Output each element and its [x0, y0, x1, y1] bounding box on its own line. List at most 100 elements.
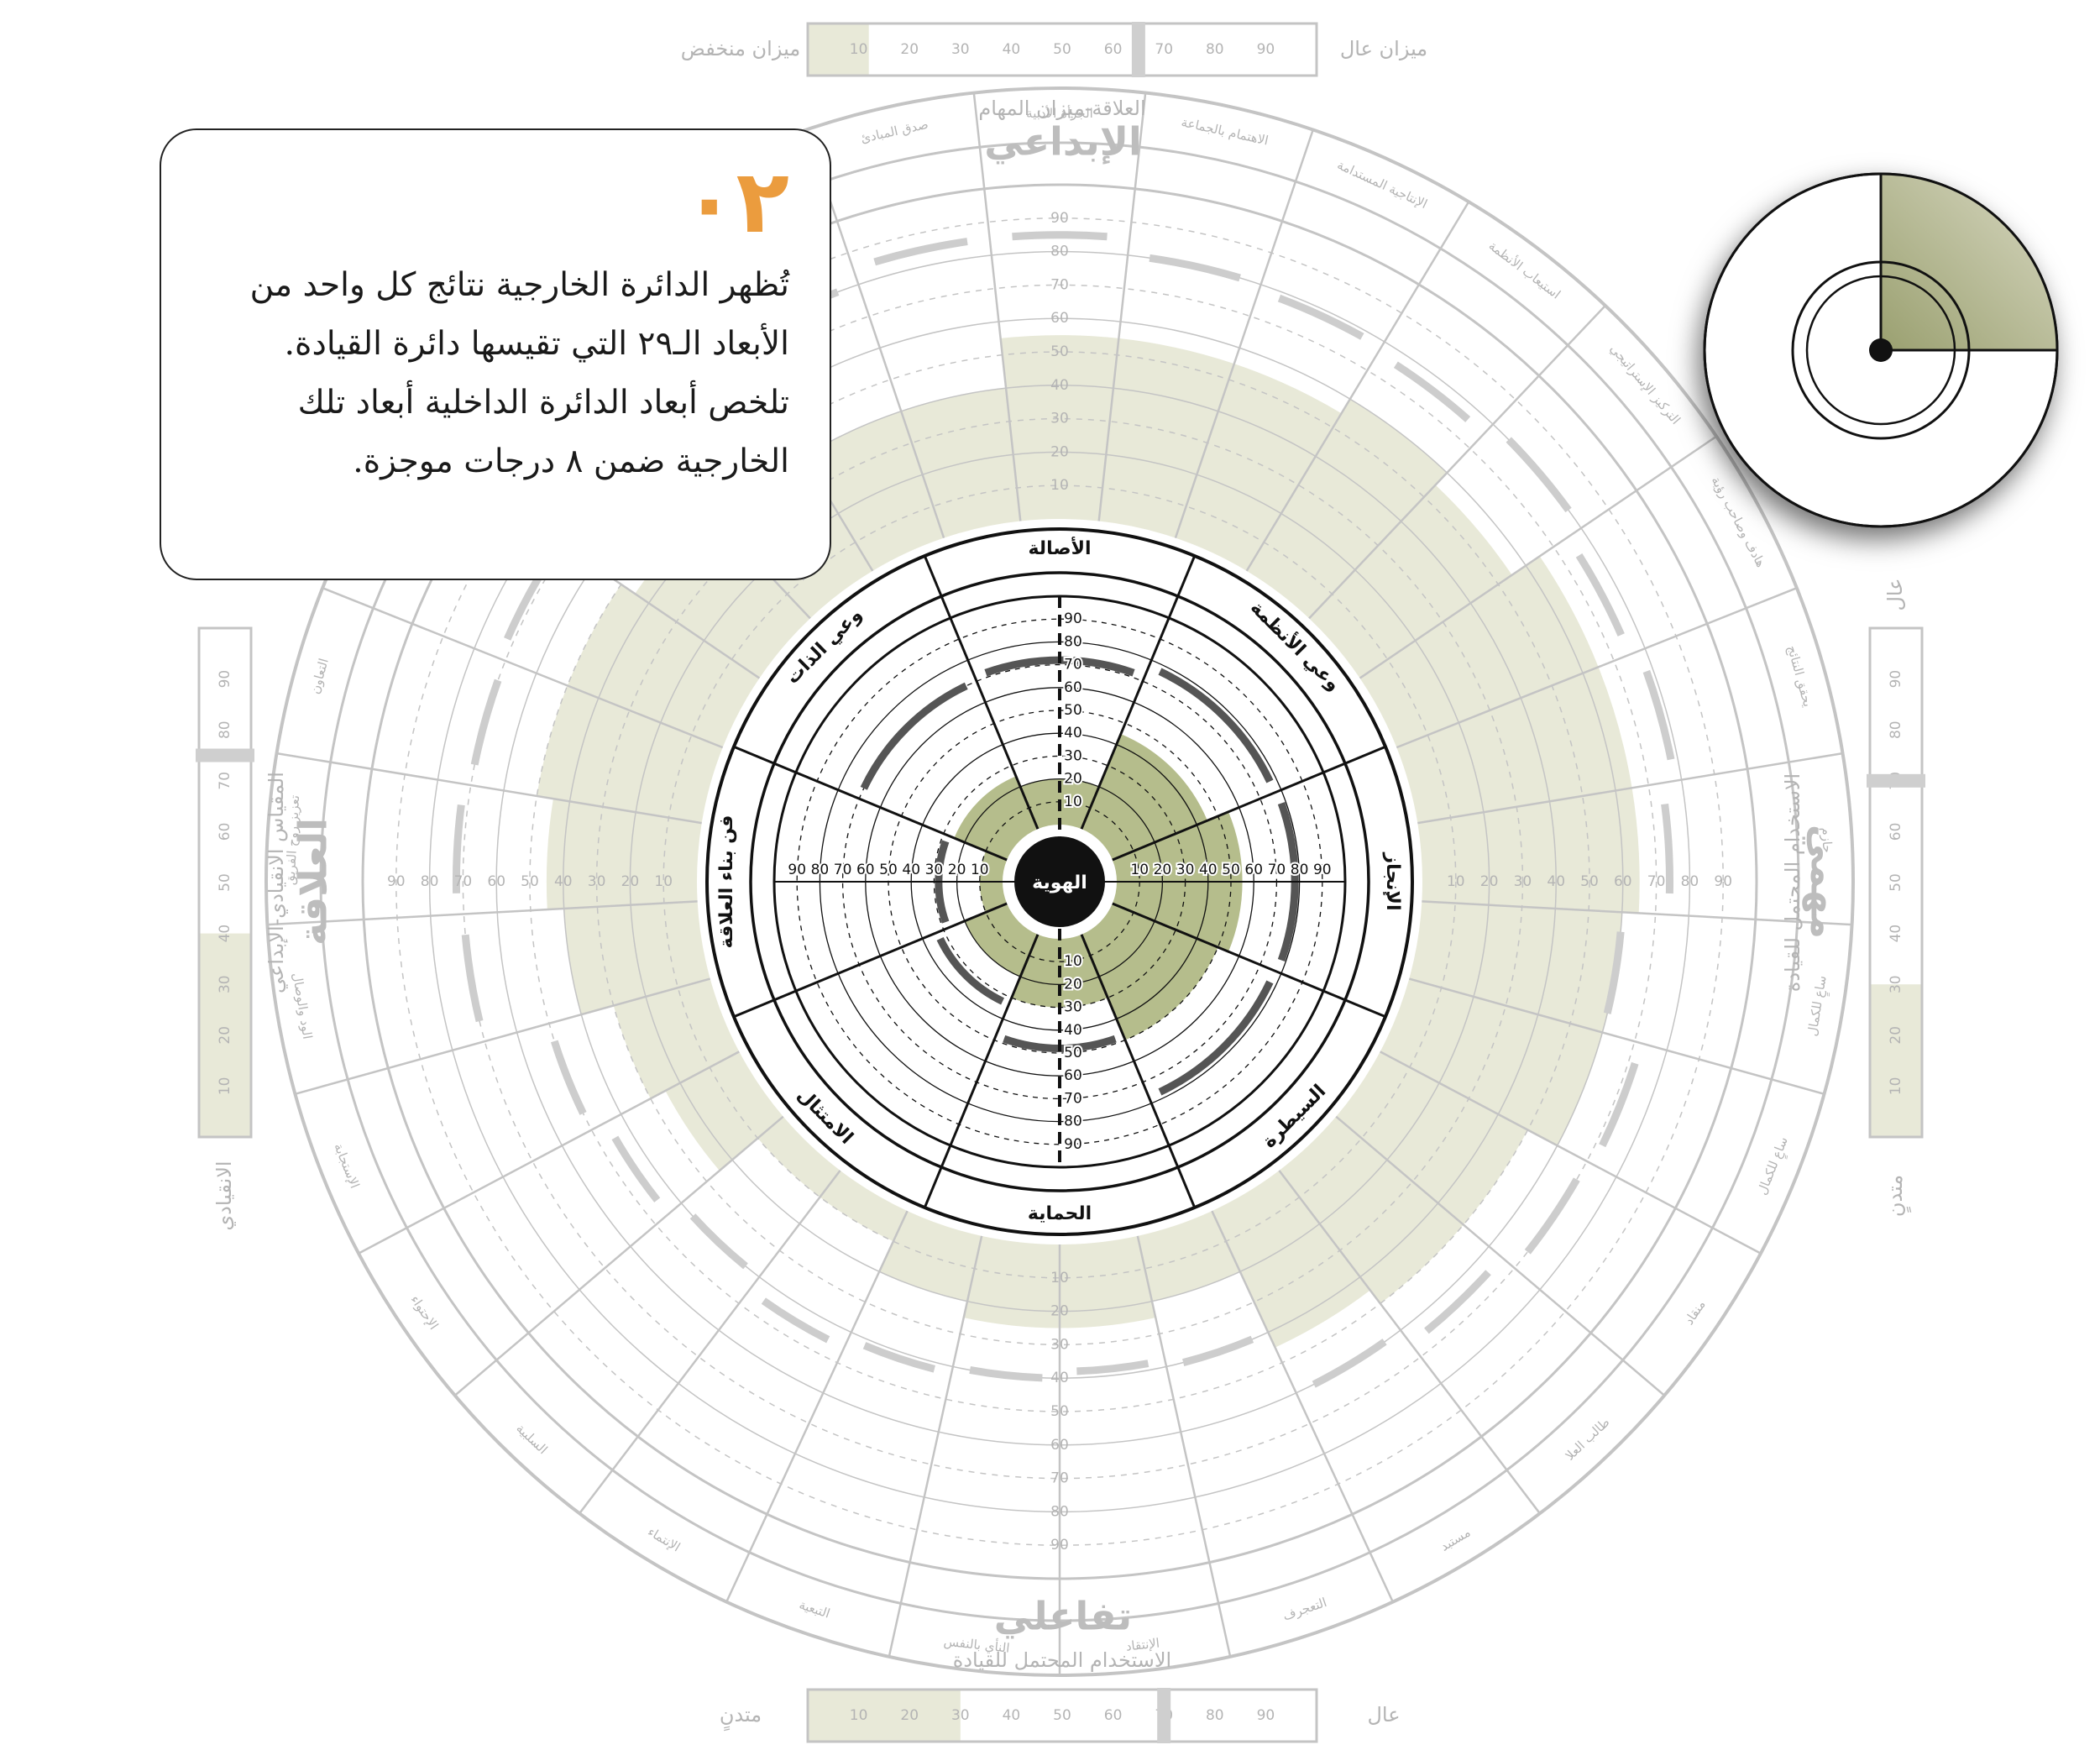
outer-tick-label: 80 — [421, 873, 439, 890]
inner-sector-band — [860, 682, 968, 790]
callout-box: ٠٢ تُظهر الدائرة الخارجية نتائج كل واحد … — [160, 128, 831, 580]
bottom-scale-frame — [806, 1688, 1318, 1743]
inner-sector-band — [1158, 668, 1274, 783]
outer-sector-fill — [613, 978, 740, 1099]
inner-tick-label: 40 — [1064, 725, 1082, 741]
outer-sector-band — [761, 1297, 830, 1344]
inner-tick-label: 40 — [1199, 862, 1218, 878]
outer-sector-divider — [1308, 305, 1606, 620]
outer-grid-ring — [395, 217, 1724, 1546]
outer-sector-fill — [567, 584, 760, 748]
right-scale-tick: 20 — [1888, 1026, 1904, 1045]
outer-sector-label: الجرأة الأدبية — [1026, 105, 1093, 121]
inner-tick-label: 50 — [879, 862, 898, 878]
bottom-scale-fill — [808, 1690, 961, 1742]
outer-sector-divider — [972, 92, 1022, 521]
bottom-scale-caption: الاستخدام المحتمل للقيادة — [953, 1648, 1171, 1672]
inner-tick-label: 90 — [1064, 1136, 1082, 1153]
outer-sector-divider — [453, 1115, 784, 1396]
outer-sector-divider — [358, 1051, 740, 1255]
outer-sector-fill — [1279, 1116, 1464, 1304]
inner-sector-divider — [1080, 555, 1197, 830]
bottom-scale-tick: 10 — [850, 1707, 868, 1724]
inner-tick-label: 10 — [1064, 953, 1082, 970]
outer-sector-band — [1599, 1061, 1639, 1148]
outer-tick-label: 90 — [1714, 873, 1732, 890]
outer-tick-label: 80 — [1681, 873, 1699, 890]
inner-sector-label: فن بناء العلاقة — [716, 815, 737, 949]
outer-sector-divider — [295, 977, 711, 1096]
outer-sector-fill — [1137, 1211, 1240, 1302]
inner-tick-label: 80 — [1291, 862, 1309, 878]
outer-tick-label: 10 — [1050, 1270, 1069, 1286]
outer-sector-divider — [1417, 752, 1843, 825]
outer-sector-fill — [1309, 485, 1512, 679]
outer-tick-label: 40 — [1050, 1370, 1069, 1386]
outer-tick-label: 10 — [654, 873, 673, 890]
inner-sector-divider — [1080, 934, 1197, 1208]
outer-sector-fill — [757, 1116, 841, 1197]
outer-grid-ring — [462, 284, 1657, 1480]
outer-tick-label: 80 — [1050, 1503, 1069, 1520]
top-scale-tick: 50 — [1053, 41, 1071, 58]
right-scale-tick: 50 — [1888, 873, 1904, 892]
title-right: مهمي — [1803, 825, 1848, 939]
inner-tick-label: 70 — [834, 862, 852, 878]
inner-sector-fill — [954, 776, 1038, 860]
outer-sector-band — [1603, 931, 1625, 1014]
inner-sector-divider — [733, 902, 1008, 1019]
right-scale-tick: 40 — [1888, 925, 1904, 943]
left-scale-fill — [199, 933, 251, 1137]
outer-tick-label: 20 — [1480, 873, 1499, 890]
outer-sector-label: تعزيز روح الفريق — [282, 794, 302, 885]
outer-sector-band — [1524, 1177, 1580, 1255]
callout-text: تُظهر الدائرة الخارجية نتائج كل واحد من … — [249, 266, 789, 480]
callout-number: ٠٢ — [683, 150, 789, 253]
left-scale-tick: 40 — [217, 925, 233, 943]
outer-sector-divider — [267, 900, 698, 926]
inner-tick-label: 20 — [1154, 862, 1172, 878]
inner-sector-fill — [1081, 904, 1218, 1040]
right-scale-caption: الاستخدام المحتمل للقيادة — [1781, 773, 1804, 992]
outer-sector-fill — [804, 411, 945, 571]
wheel-quadrant-thumbnail-icon — [1703, 172, 2059, 528]
outer-tick-label: 40 — [1050, 377, 1069, 394]
inner-tick-label: 30 — [925, 862, 944, 878]
outer-sector-divider — [1422, 900, 1852, 926]
inner-tick-label: 40 — [1064, 1022, 1082, 1039]
inner-tick-label: 30 — [1064, 747, 1082, 764]
inner-tick-label: 90 — [788, 862, 806, 878]
left-scale-marker — [196, 748, 254, 762]
outer-sector-fill — [1380, 978, 1603, 1146]
title-top: الإبداعي — [984, 119, 1142, 165]
bottom-scale-marker — [1157, 1688, 1171, 1743]
outer-sector-divider — [1174, 129, 1314, 539]
outer-tick-label: 70 — [1647, 873, 1666, 890]
outer-sector-divider — [322, 587, 724, 749]
outer-sector-fill — [537, 685, 723, 824]
outer-sector-fill — [1098, 338, 1234, 538]
outer-sector-divider — [1245, 201, 1470, 572]
outer-tick-label: 50 — [1050, 1403, 1069, 1420]
top-scale-marker — [1131, 22, 1145, 77]
inner-tick-label: 80 — [1064, 633, 1082, 650]
top-scale-tick: 80 — [1206, 41, 1224, 58]
outer-sector-divider — [1396, 587, 1798, 749]
inner-tick-label: 90 — [1064, 610, 1082, 627]
outer-tick-label: 50 — [1050, 343, 1069, 360]
outer-sector-band — [689, 1213, 748, 1270]
inner-tick-label: 50 — [1064, 1045, 1082, 1061]
bottom-scale-tick: 90 — [1257, 1707, 1275, 1724]
outer-sector-band — [1149, 254, 1241, 282]
right-scale: 102030405060708090عالمتدنٍالاستخدام المح… — [1781, 578, 1925, 1217]
inner-tick-label: 60 — [1064, 1067, 1082, 1084]
outer-sector-band — [452, 804, 465, 893]
outer-tick-label: 30 — [1514, 873, 1532, 890]
inner-sector-label: الإنجاز — [1382, 852, 1403, 911]
outer-sector-divider — [276, 752, 702, 825]
outer-sector-fill — [1000, 335, 1119, 521]
outer-sector-label: الإنتقاد — [1125, 1636, 1160, 1654]
